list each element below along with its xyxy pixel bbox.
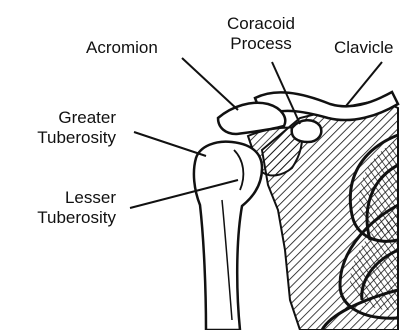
acromion-label: Acromion: [86, 38, 158, 58]
greater-tuberosity-label: Greater Tuberosity: [6, 108, 116, 148]
humerus: [194, 142, 262, 330]
lesser-label-line1: Lesser: [6, 188, 116, 208]
greater-label-line2: Tuberosity: [6, 128, 116, 148]
acromion-leader: [182, 58, 238, 110]
lesser-label-line2: Tuberosity: [6, 208, 116, 228]
coracoid-label-line1: Coracoid: [218, 14, 304, 34]
coracoid-label-line2: Process: [218, 34, 304, 54]
lesser-tuberosity-label: Lesser Tuberosity: [6, 188, 116, 228]
clavicle-label: Clavicle: [334, 38, 394, 58]
greater-label-line1: Greater: [6, 108, 116, 128]
greater-tuberosity-leader: [134, 132, 206, 156]
coracoid-bone: [292, 120, 322, 142]
coracoid-process-label: Coracoid Process: [218, 14, 304, 54]
